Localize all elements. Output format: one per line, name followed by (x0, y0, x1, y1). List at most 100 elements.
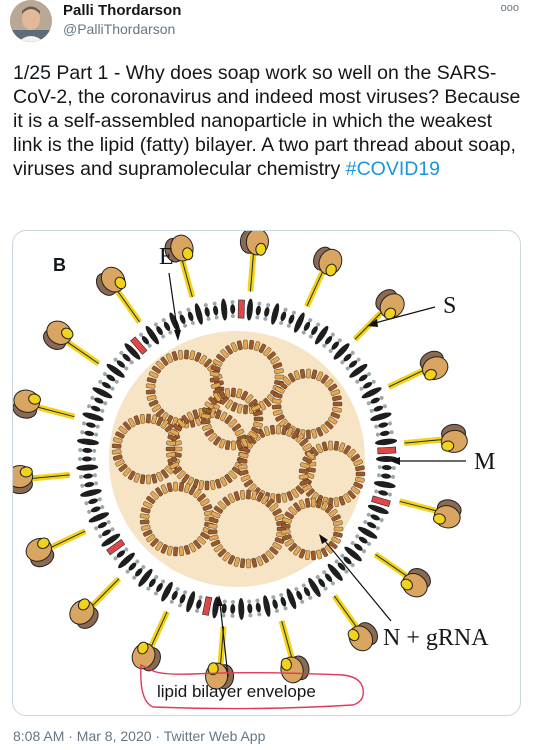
tweet-timestamp[interactable]: 8:08 AM · Mar 8, 2020 · Twitter Web App (13, 728, 266, 744)
rna-bead (213, 544, 224, 553)
rna-bead (330, 389, 341, 397)
spike-stalk-outline (48, 530, 86, 549)
membrane-unit (301, 583, 313, 600)
rna-bead (142, 501, 153, 509)
lipid-head (391, 465, 396, 470)
rna-bead (298, 474, 309, 480)
rna-bead (298, 468, 309, 474)
lipid-head (344, 569, 349, 574)
lipid-head (146, 586, 151, 591)
lipid-head (350, 350, 355, 355)
rna-bead (282, 517, 292, 524)
rna-bead (320, 547, 329, 558)
rna-bead (142, 529, 153, 537)
lipid-head (291, 310, 296, 315)
lipid-head (161, 579, 166, 584)
rna-bead (200, 419, 211, 425)
membrane-unit (113, 547, 129, 561)
rna-bead (287, 372, 296, 383)
lipid-head (271, 595, 276, 600)
membrane-unit (334, 559, 349, 574)
tweet-body: 1/25 Part 1 - Why does soap work so well… (13, 62, 521, 180)
lipid-tail (337, 562, 346, 571)
rna-bead (243, 404, 248, 415)
rna-bead (216, 353, 226, 362)
avatar[interactable] (10, 0, 52, 42)
rna-bead (234, 428, 245, 437)
rna-bead (227, 555, 236, 565)
lipid-head (106, 520, 111, 525)
membrane-unit (221, 298, 228, 321)
membrane-unit (301, 318, 313, 335)
spike-stalk-outline (29, 474, 70, 480)
lipid-head (92, 448, 97, 453)
m-protein (221, 298, 228, 321)
lipid-head (102, 372, 107, 377)
m-protein (314, 325, 329, 345)
m-protein (375, 438, 397, 446)
lipid-head (132, 575, 137, 580)
rna-bead (302, 484, 312, 492)
hashtag-link[interactable]: #COVID19 (345, 158, 441, 180)
rna-bead (231, 440, 236, 451)
rna-bead (272, 508, 282, 516)
rna-bead (151, 473, 158, 484)
membrane-unit (327, 563, 343, 581)
spike-head (25, 537, 55, 568)
rna-bead (258, 343, 267, 354)
tweet-image[interactable]: B E S M N + gRNA lipid bilayer envelope (12, 230, 521, 716)
rna-bead (263, 397, 272, 407)
membrane-unit (146, 575, 159, 591)
lipid-head (153, 591, 158, 596)
rna-bead (217, 548, 227, 558)
rna-bead (298, 548, 306, 559)
rna-bead (299, 369, 306, 379)
lipid-head (355, 379, 360, 384)
membrane-unit (161, 318, 173, 335)
lipid-head (301, 330, 306, 335)
rna-bead (167, 457, 178, 464)
membrane-unit (374, 421, 392, 429)
rna-bead (238, 469, 249, 476)
lipid-tail (90, 405, 101, 412)
membrane-unit (355, 372, 372, 384)
lipid-head (214, 315, 219, 320)
lipid-head (97, 497, 102, 502)
spike-head (95, 266, 127, 296)
membrane-unit (138, 568, 153, 587)
membrane-unit (106, 539, 126, 556)
lipid-head (129, 360, 134, 365)
rna-bead (219, 476, 228, 487)
rna-bead (213, 505, 224, 514)
display-name[interactable]: Palli Thordarson (63, 2, 182, 19)
lipid-head (315, 575, 320, 580)
rna-bead (139, 474, 146, 484)
m-protein (138, 568, 153, 587)
spike-stalk-outline (35, 406, 75, 418)
rna-bead (266, 351, 276, 360)
lipid-head (100, 505, 105, 510)
user-handle[interactable]: @PalliThordarson (63, 21, 176, 37)
rna-bead (284, 511, 295, 520)
lipid-head (301, 583, 306, 588)
spike-stalk-outline (181, 258, 193, 298)
rna-bead (243, 479, 254, 488)
rna-bead (265, 498, 275, 508)
lipid-head (367, 372, 372, 377)
lipid-head (80, 483, 85, 488)
rna-bead (140, 507, 151, 514)
lipid-head (283, 606, 288, 611)
rna-bead (269, 503, 279, 512)
rna-bead (208, 534, 219, 541)
lipid-tail (247, 603, 253, 614)
more-options-icon[interactable]: ooo (500, 2, 519, 14)
rna-bead (200, 413, 211, 419)
membrane-unit (79, 473, 97, 479)
membrane-unit (113, 357, 129, 371)
rna-bead (231, 387, 236, 398)
membrane-unit (106, 363, 125, 378)
rna-bead (160, 484, 168, 494)
label-s: S (443, 293, 456, 319)
rna-bead (253, 421, 263, 428)
lipid-head (350, 541, 355, 546)
